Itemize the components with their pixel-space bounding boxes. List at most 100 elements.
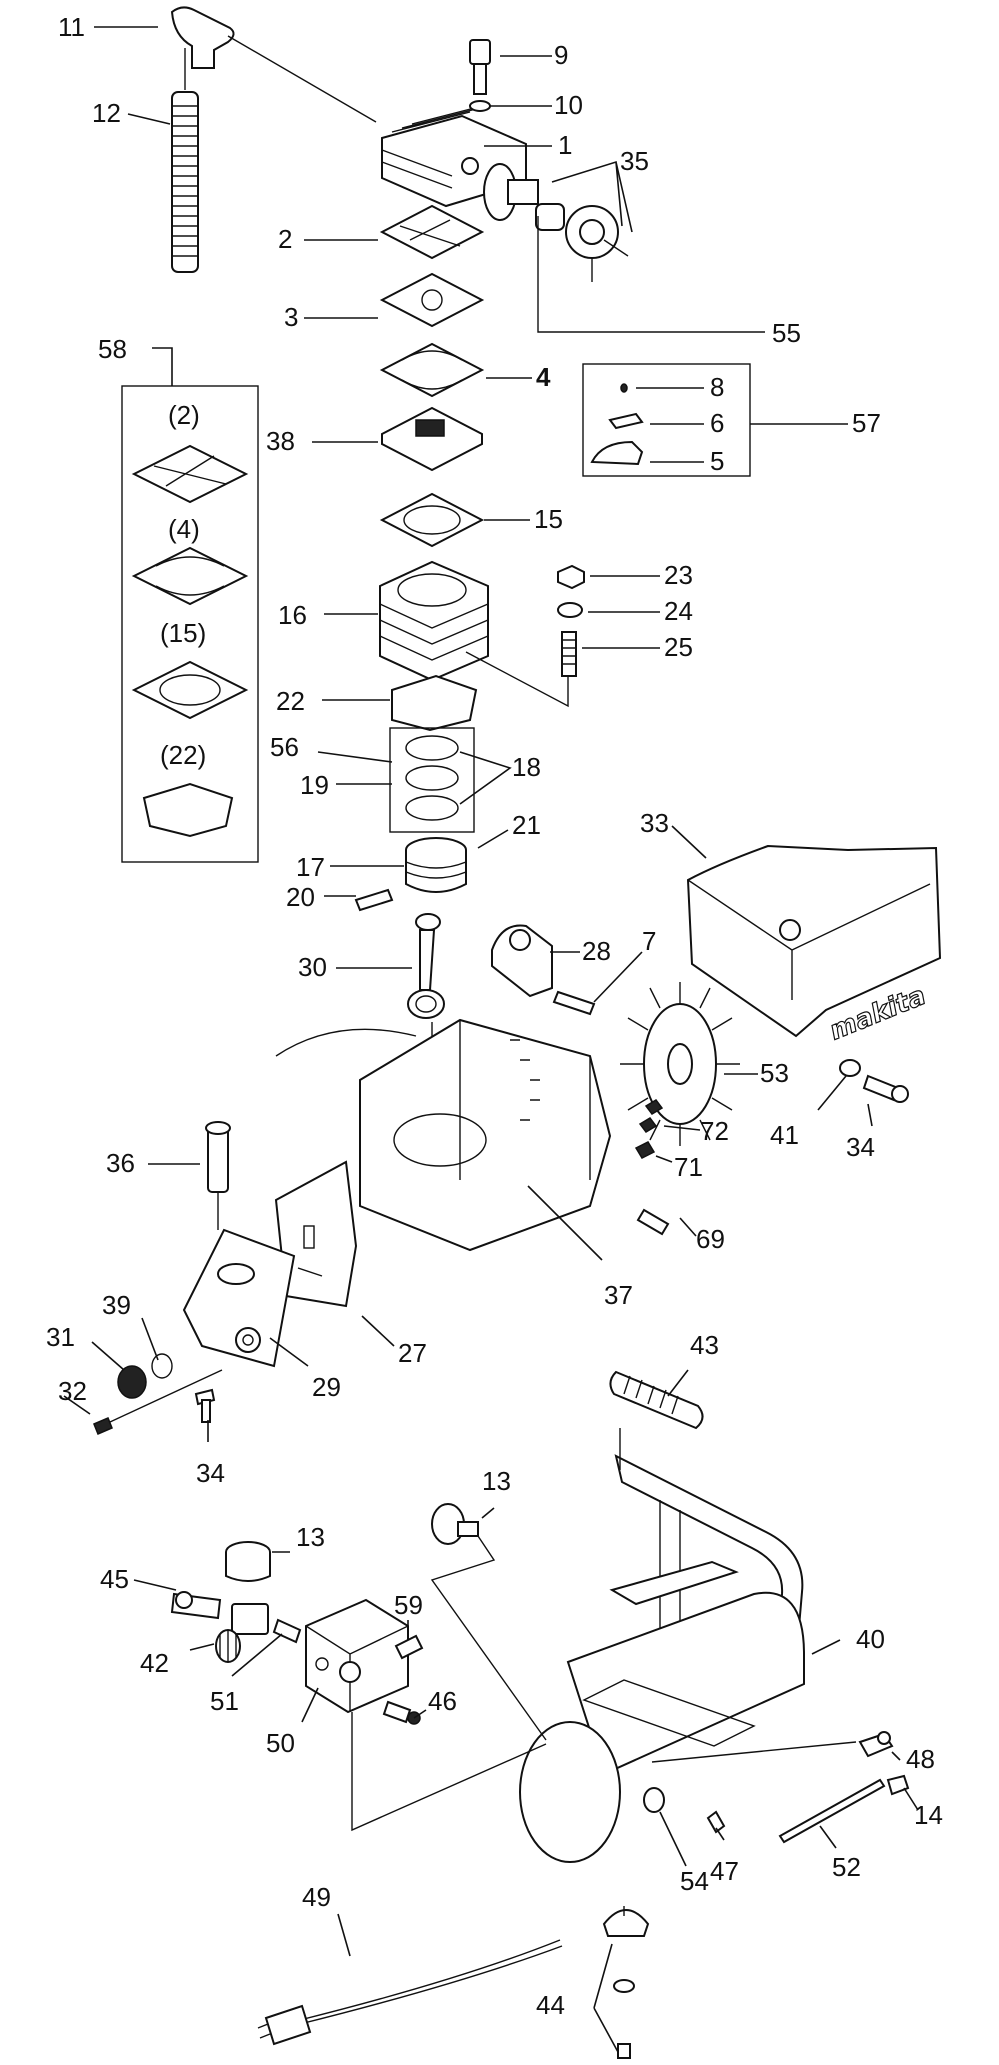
gasket-4-part <box>379 342 485 398</box>
regulator-42-part <box>215 1603 269 1663</box>
callout-19: 19 <box>300 770 329 800</box>
valve-plate-38-part <box>381 406 483 472</box>
callout-46: 46 <box>428 1686 457 1716</box>
rubber-foot-44-part <box>602 1909 650 2059</box>
manifold-50-part <box>305 1598 409 1714</box>
screw-34-left-part <box>194 1388 216 1423</box>
callout-14: 14 <box>914 1800 943 1830</box>
callout-23: 23 <box>664 560 693 590</box>
crank-counterweight-28-part <box>491 924 553 998</box>
callout-52: 52 <box>832 1852 861 1882</box>
callout-35: 35 <box>620 146 649 176</box>
gasket-22-part <box>391 674 478 732</box>
bushing-36-part <box>205 1121 231 1193</box>
screw-32-part <box>93 1417 113 1435</box>
head-bolt-part <box>469 39 491 112</box>
callout-42: 42 <box>140 1648 169 1678</box>
stud-25-part <box>561 631 577 677</box>
callout-34-right: 34 <box>846 1132 875 1162</box>
callout-13-right: 13 <box>482 1466 511 1496</box>
wrist-pin-20-part <box>354 888 394 912</box>
callout-1: 1 <box>558 130 572 160</box>
callout-54: 54 <box>680 1866 709 1896</box>
safety-valve-46-part <box>382 1700 421 1725</box>
nipple-51-part <box>272 1618 302 1644</box>
callout-10: 10 <box>554 90 583 120</box>
callout-21: 21 <box>512 810 541 840</box>
callout-15: 15 <box>534 504 563 534</box>
callout-4: 4 <box>536 362 551 392</box>
callout-3: 3 <box>284 302 298 332</box>
cylinder-16-part <box>379 560 489 682</box>
valve-plate-3-part <box>379 272 485 328</box>
kit-label-2: (2) <box>168 400 200 430</box>
callout-30: 30 <box>298 952 327 982</box>
callout-8: 8 <box>710 372 724 402</box>
callout-17: 17 <box>296 852 325 882</box>
elbow-14-part <box>886 1774 910 1796</box>
fan-shroud-33-part: makita <box>686 844 942 1047</box>
washer-24-part <box>557 602 583 618</box>
callout-41: 41 <box>770 1120 799 1150</box>
washer-41-part <box>839 1059 861 1077</box>
callout-12: 12 <box>92 98 121 128</box>
unloader-valve-part <box>483 163 629 282</box>
callout-7: 7 <box>642 926 656 956</box>
callout-39: 39 <box>102 1290 131 1320</box>
drain-valve-47-part <box>706 1810 726 1834</box>
leader-lines <box>63 26 919 2053</box>
plug-31-part <box>117 1365 147 1399</box>
callout-71: 71 <box>674 1152 703 1182</box>
handle-grip-43-part <box>609 1370 704 1430</box>
callout-29: 29 <box>312 1372 341 1402</box>
kit-label-22: (22) <box>160 740 206 770</box>
oring-39-part <box>151 1353 173 1379</box>
callout-49: 49 <box>302 1882 331 1912</box>
callout-38: 38 <box>266 426 295 456</box>
cooling-fan-53-part <box>620 982 740 1146</box>
kit-label-4: (4) <box>168 514 200 544</box>
callout-59: 59 <box>394 1590 423 1620</box>
callout-44: 44 <box>536 1990 565 2020</box>
valve-kit-box <box>582 363 751 477</box>
callout-69: 69 <box>696 1224 725 1254</box>
callout-24: 24 <box>664 596 693 626</box>
callout-55: 55 <box>772 318 801 348</box>
gauge-13-right-part <box>431 1503 479 1545</box>
cylinder-gasket-15-part <box>379 492 485 548</box>
gasket-kit-box <box>121 385 259 863</box>
callout-45: 45 <box>100 1564 129 1594</box>
callout-20: 20 <box>286 882 315 912</box>
piston-17-part <box>405 837 467 893</box>
callout-34-left: 34 <box>196 1458 225 1488</box>
piston-ring-box <box>389 727 475 833</box>
callout-53: 53 <box>760 1058 789 1088</box>
callout-51: 51 <box>210 1686 239 1716</box>
callout-37: 37 <box>604 1280 633 1310</box>
brush-72-part <box>638 1099 664 1133</box>
pressure-gauge-13-part <box>225 1541 271 1582</box>
tube-52-part <box>778 1778 886 1844</box>
motor-housing-37-part <box>359 1018 612 1252</box>
power-cord-49-part <box>257 1939 563 2046</box>
callout-6: 6 <box>710 408 724 438</box>
gasket-2-part <box>379 204 485 260</box>
callout-58: 58 <box>98 334 127 364</box>
tank-part <box>519 1560 805 1863</box>
callout-31: 31 <box>46 1322 75 1352</box>
screw-34-right-part <box>862 1074 909 1103</box>
flex-hose-part <box>171 91 199 273</box>
callout-25: 25 <box>664 632 693 662</box>
callout-28: 28 <box>582 936 611 966</box>
callout-2: 2 <box>278 224 292 254</box>
callout-5: 5 <box>710 446 724 476</box>
plug-54-part <box>643 1787 665 1813</box>
valve-59-part <box>394 1634 424 1660</box>
pin-69-part <box>636 1208 670 1236</box>
callout-33: 33 <box>640 808 669 838</box>
coupler-45-part <box>170 1591 222 1620</box>
callout-9: 9 <box>554 40 568 70</box>
screw-7-part <box>552 990 596 1016</box>
callout-40: 40 <box>856 1624 885 1654</box>
